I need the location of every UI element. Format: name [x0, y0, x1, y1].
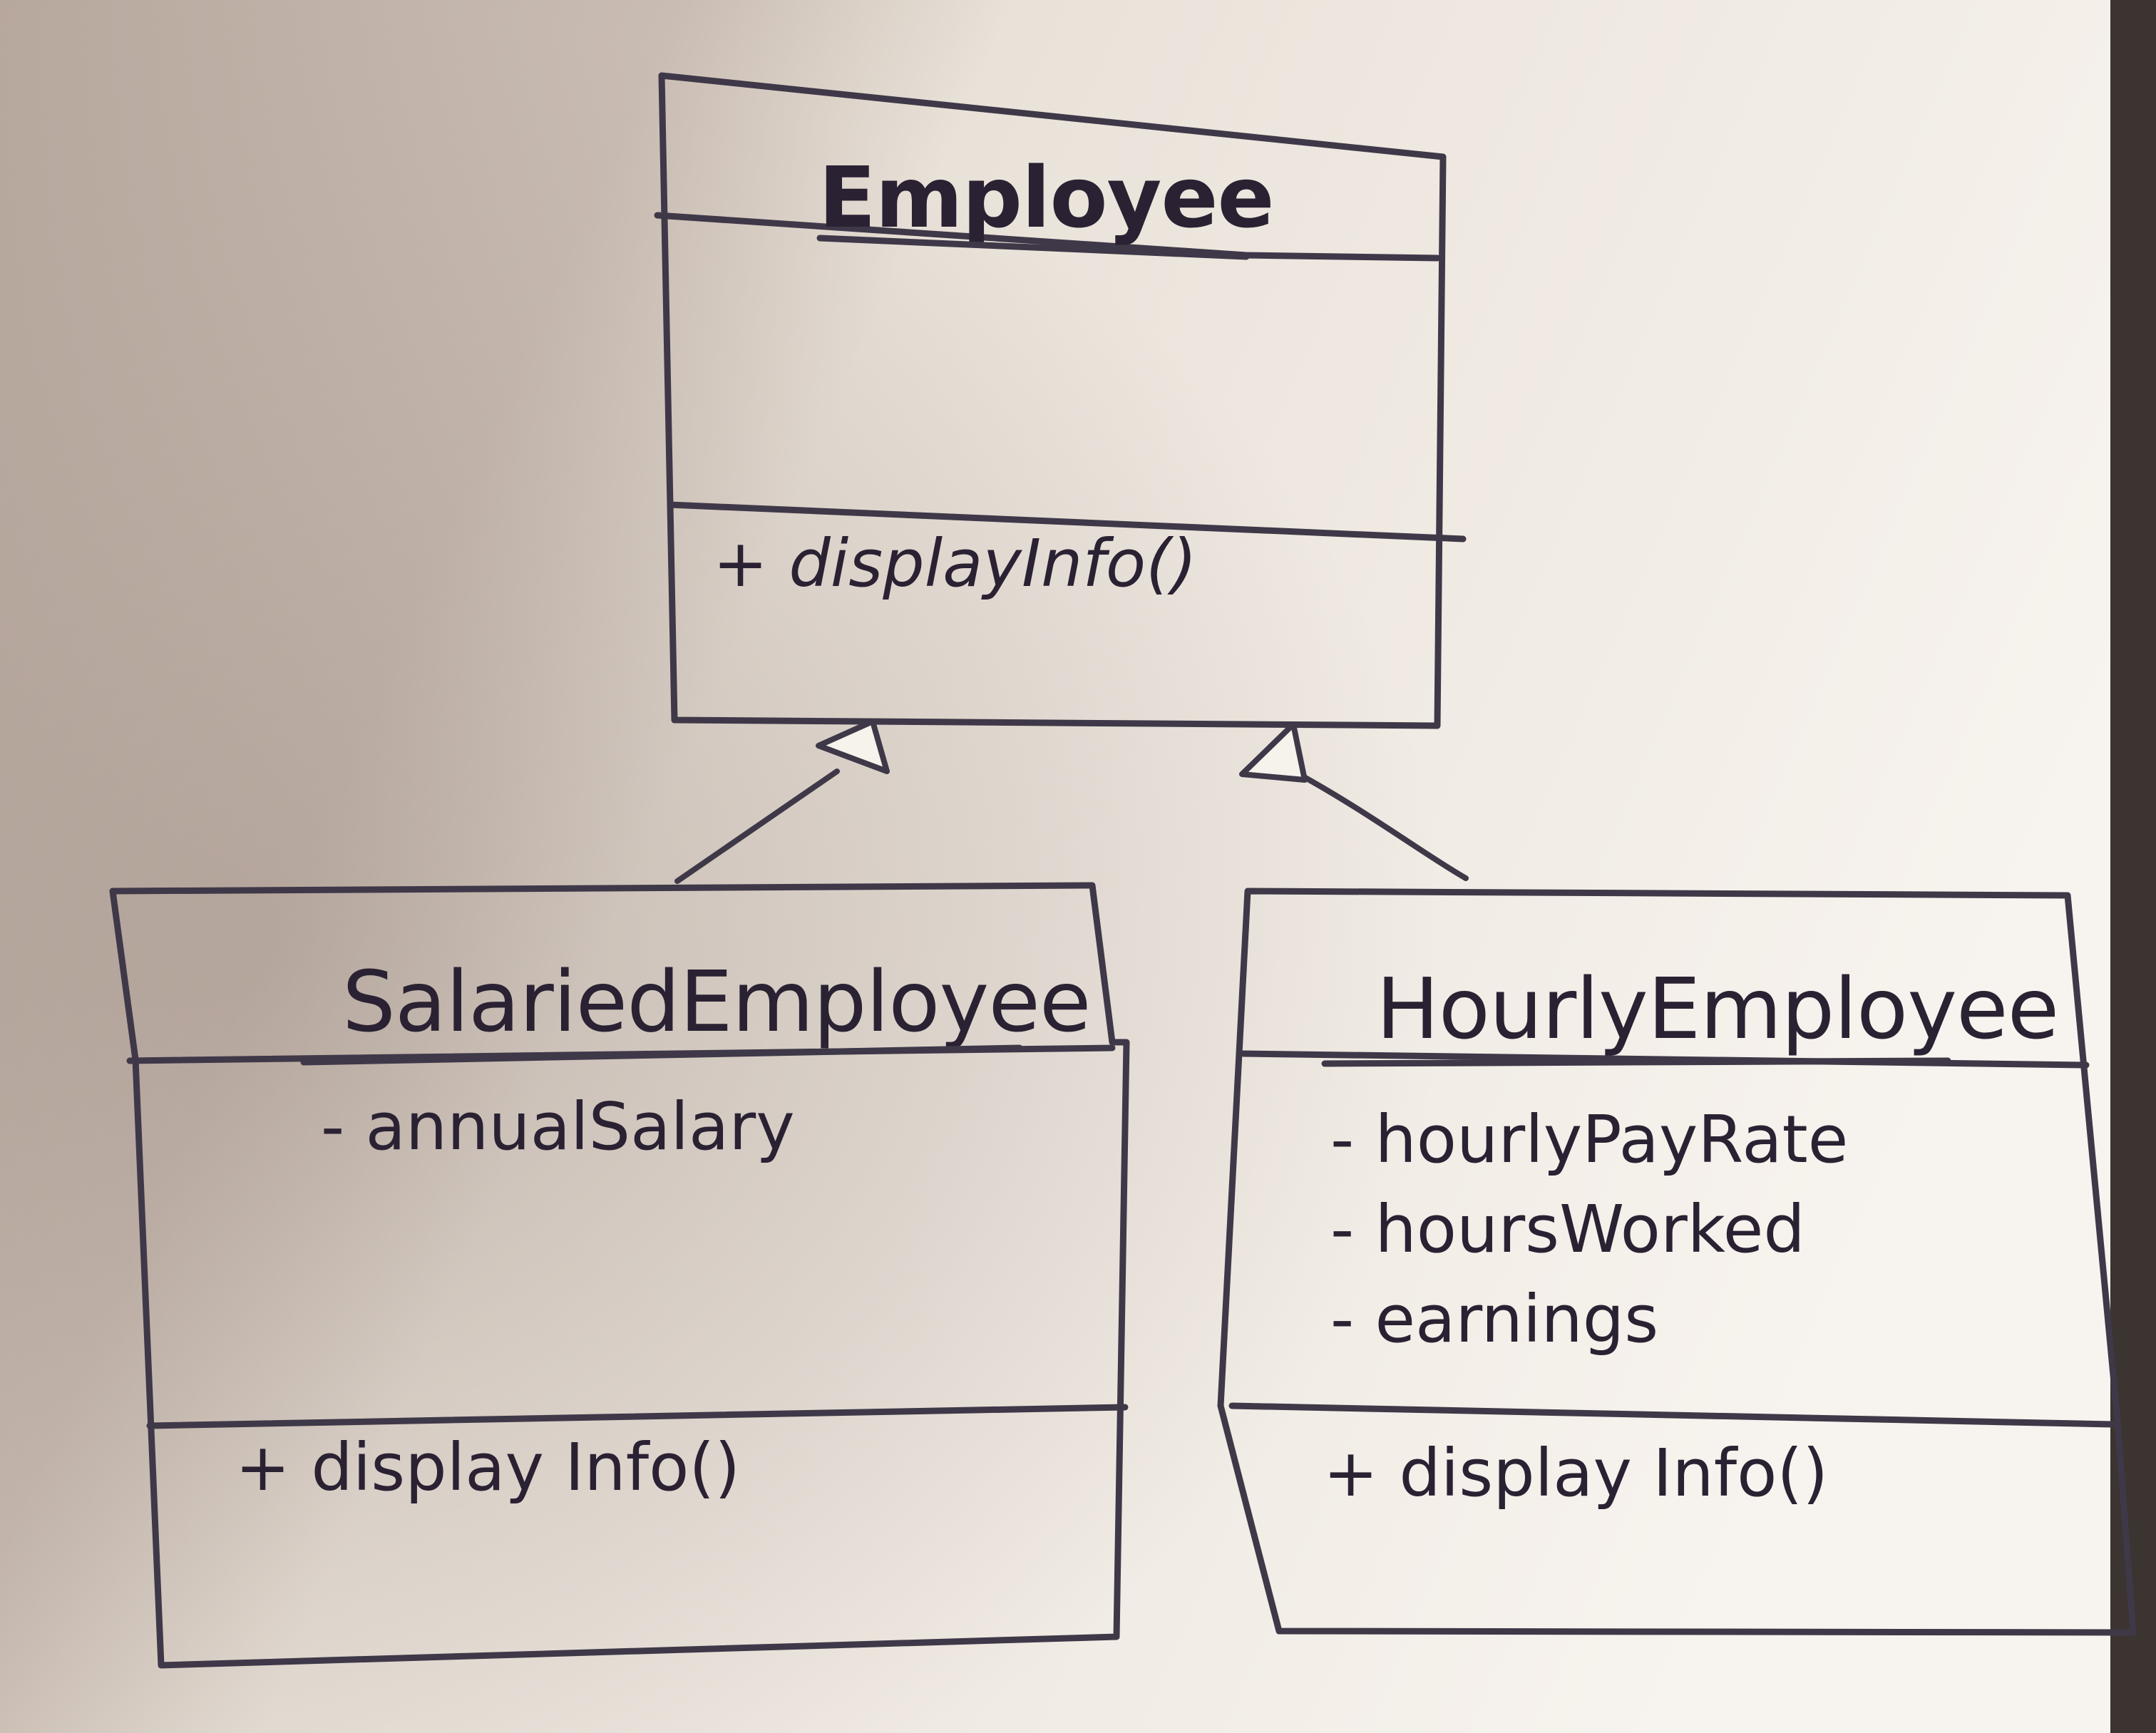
salaried-class-name: SalariedEmployee	[342, 952, 1091, 1051]
class-hourly-employee: HourlyEmployee - hourlyPayRate - hoursWo…	[1217, 888, 2137, 1636]
hourly-class-name: HourlyEmployee	[1376, 960, 2058, 1058]
generalization-line-hourly	[1296, 771, 1469, 881]
salaried-attribute-annual-salary: - annualSalary	[321, 1089, 795, 1165]
generalization-salaried-to-employee	[674, 719, 890, 884]
salaried-attribute-divider	[146, 1404, 1129, 1429]
hourly-attribute-hours-worked: - hoursWorked	[1330, 1191, 1805, 1267]
hollow-triangle-arrowhead-icon	[816, 719, 890, 774]
class-employee: Employee + displayInfo()	[654, 72, 1467, 729]
generalization-hourly-to-employee	[1239, 721, 1469, 881]
hourly-name-underline	[1321, 1057, 1951, 1067]
hourly-method-display-info: + display Info()	[1323, 1435, 1828, 1511]
class-salaried-employee: SalariedEmployee - annualSalary + displa…	[109, 882, 1130, 1669]
salaried-name-underline	[300, 1044, 1023, 1066]
hourly-attribute-earnings: - earnings	[1330, 1281, 1658, 1357]
salaried-class-frame	[109, 882, 1130, 1669]
employee-attribute-divider	[667, 501, 1467, 542]
employee-class-name: Employee	[818, 148, 1274, 247]
table-edge	[2110, 0, 2156, 1733]
employee-method-display-info: + displayInfo()	[713, 525, 1197, 602]
hourly-class-frame	[1217, 888, 2137, 1636]
hourly-attribute-hourly-pay-rate: - hourlyPayRate	[1330, 1101, 1848, 1178]
salaried-method-display-info: + display Info()	[235, 1429, 740, 1506]
employee-name-underline	[816, 235, 1250, 260]
hourly-attribute-divider	[1228, 1402, 2115, 1428]
hollow-triangle-arrowhead-icon	[1239, 721, 1308, 783]
generalization-line-salaried	[674, 768, 840, 884]
